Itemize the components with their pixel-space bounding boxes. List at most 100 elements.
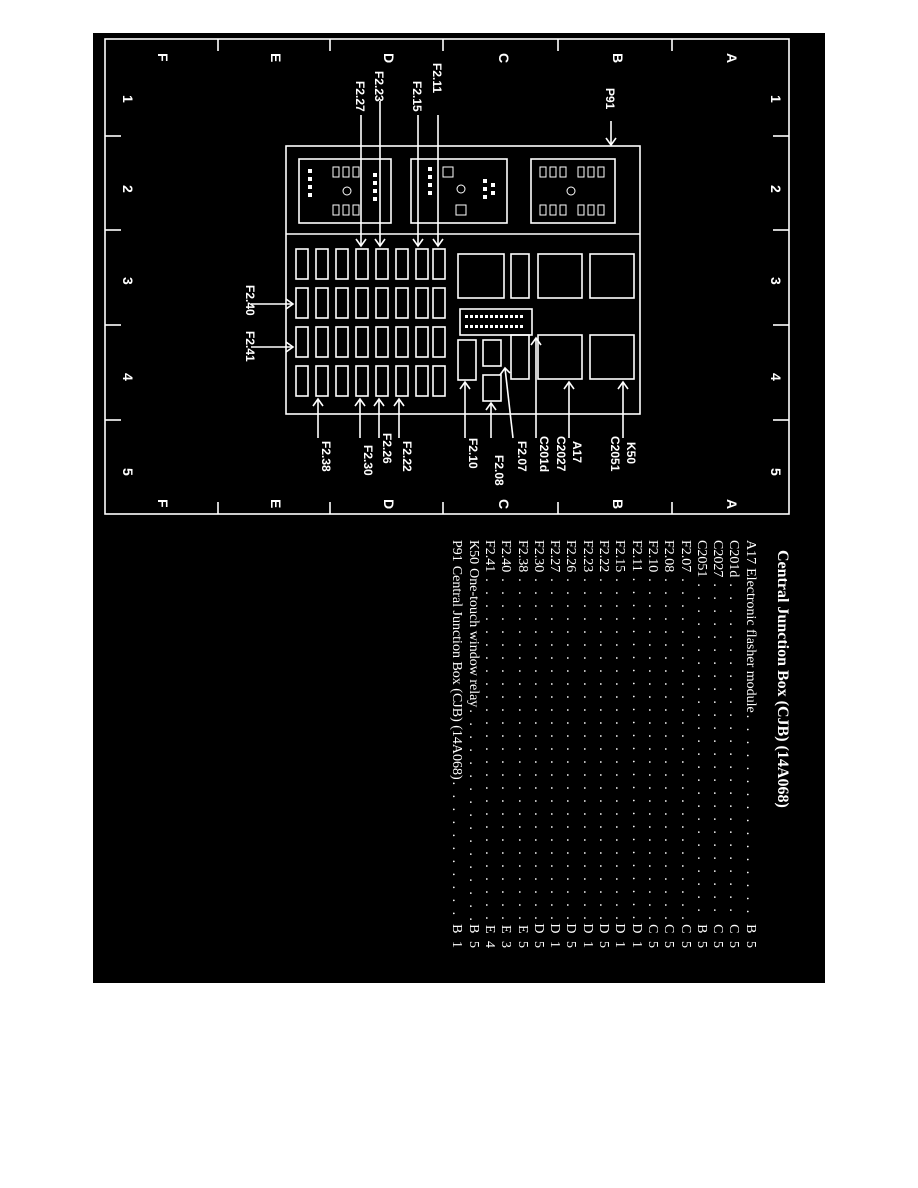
row-label-right: B	[610, 499, 626, 509]
column-label-top: 5	[120, 468, 136, 476]
column-label-top: 2	[120, 185, 136, 193]
label-c2051: C2051	[608, 436, 622, 472]
legend-code: F2.07	[677, 540, 693, 573]
label-f230: F2.30	[361, 445, 375, 476]
legend-location: D 1	[628, 923, 644, 950]
label-f226: F2.26	[380, 433, 394, 464]
fuse-f207	[482, 339, 502, 367]
legend-item: F2.08 C 5	[660, 540, 676, 950]
relay-block	[457, 253, 505, 299]
legend-code: P91	[449, 540, 465, 562]
legend-item: F2.27D 1	[546, 540, 562, 950]
row-label-left: B	[610, 53, 626, 63]
legend-item: F2.26D 5	[562, 540, 578, 950]
legend-location: E 5	[514, 924, 530, 950]
label-f238: F2.38	[319, 441, 333, 472]
legend-code: F2.38	[514, 540, 530, 573]
legend-item: F2.23 D 1	[578, 540, 595, 950]
connector-block-right	[298, 158, 392, 224]
relay-k50	[589, 334, 635, 380]
connector-pins	[465, 315, 523, 328]
legend-code: F2.22	[596, 540, 612, 573]
legend-desc: One-touch window relay	[465, 568, 481, 708]
label-f227: F2.27	[353, 81, 367, 112]
row-label-left: A	[724, 53, 740, 63]
legend-desc: Electronic flasher module	[742, 568, 758, 713]
label-f210: F2.10	[466, 438, 480, 469]
legend-item: F2.22 D 5	[595, 540, 611, 950]
label-p91: P91	[603, 88, 617, 110]
frame-ticks	[105, 39, 789, 514]
legend-code: F2.08	[661, 540, 677, 573]
legend-code: F2.27	[547, 540, 563, 573]
legend-location: D 5	[563, 923, 579, 950]
legend-location: E 4	[481, 924, 497, 950]
row-label-left: D	[381, 53, 397, 63]
label-f215: F2.15	[410, 81, 424, 112]
relay-block	[589, 253, 635, 299]
column-label-bottom: 2	[768, 185, 784, 193]
connector-c201d	[459, 308, 533, 336]
diagram-frame	[104, 38, 790, 515]
label-f211: F2.11	[430, 63, 444, 93]
relay-block	[510, 334, 530, 380]
junction-box-diagram: 1 2 3 4 5 1 2 3 4 5 A B C D E F A B C D …	[104, 38, 790, 515]
relay-block	[510, 253, 530, 299]
legend-location: C 5	[677, 924, 693, 950]
row-label-right: A	[724, 499, 740, 509]
legend-code: C2027	[710, 540, 726, 578]
column-label-bottom: 4	[768, 373, 784, 381]
legend-code: F2.23	[579, 540, 595, 573]
column-label-top: 4	[120, 373, 136, 381]
module-a17	[537, 334, 583, 380]
legend-location: C 5	[644, 924, 660, 950]
legend-item: F2.11D 1	[627, 540, 644, 950]
legend-location: D 1	[579, 923, 595, 950]
row-label-right: E	[268, 499, 284, 508]
row-label-right: F	[155, 499, 171, 508]
row-label-left: C	[496, 53, 512, 63]
legend-location: D 5	[596, 923, 612, 950]
legend-item: F2.15D 1	[611, 540, 627, 950]
legend-location: B 1	[449, 924, 465, 950]
legend-item: F2.38 E 5	[513, 540, 530, 950]
legend-code: K50	[465, 540, 481, 565]
fuse-f210	[457, 339, 477, 381]
legend-code: F2.10	[644, 540, 660, 573]
legend-item: F2.10 C 5	[644, 540, 660, 950]
legend-desc: Central Junction Box (CJB) (14A068)	[449, 565, 465, 780]
label-a17: A17	[570, 441, 584, 463]
cjb-outline	[285, 145, 641, 415]
legend-item: F2.41E 4	[481, 540, 497, 950]
connector-block-middle	[410, 158, 508, 224]
row-label-right: D	[381, 499, 397, 509]
label-k50: K50	[624, 442, 638, 464]
legend-code: F2.30	[530, 540, 546, 573]
legend-item: F2.40E 3	[497, 540, 513, 950]
legend-title: Central Junction Box (CJB) (14A068)	[774, 550, 791, 808]
leader-lines	[251, 101, 629, 439]
legend-item: F2.30 D 5	[530, 540, 546, 950]
label-f241: F2.41	[243, 331, 257, 362]
legend-location: C 5	[661, 924, 677, 950]
fuse-grid	[295, 248, 446, 397]
legend-location: D 1	[612, 923, 628, 950]
legend-code: A17	[742, 540, 758, 565]
legend-code: C2051	[693, 540, 709, 578]
legend-location: C 5	[710, 924, 726, 950]
legend-item: C2051B 5	[693, 540, 709, 950]
legend-code: C201d	[726, 540, 742, 578]
legend-item: C201d C 5	[725, 540, 741, 950]
relay-block	[537, 253, 583, 299]
legend-location: D 5	[530, 923, 546, 950]
column-label-bottom: 1	[768, 95, 784, 103]
legend-location: C 5	[726, 924, 742, 950]
legend-location: B 5	[742, 924, 758, 950]
label-f208: F2.08	[492, 455, 506, 486]
fuse-f208	[482, 374, 502, 402]
